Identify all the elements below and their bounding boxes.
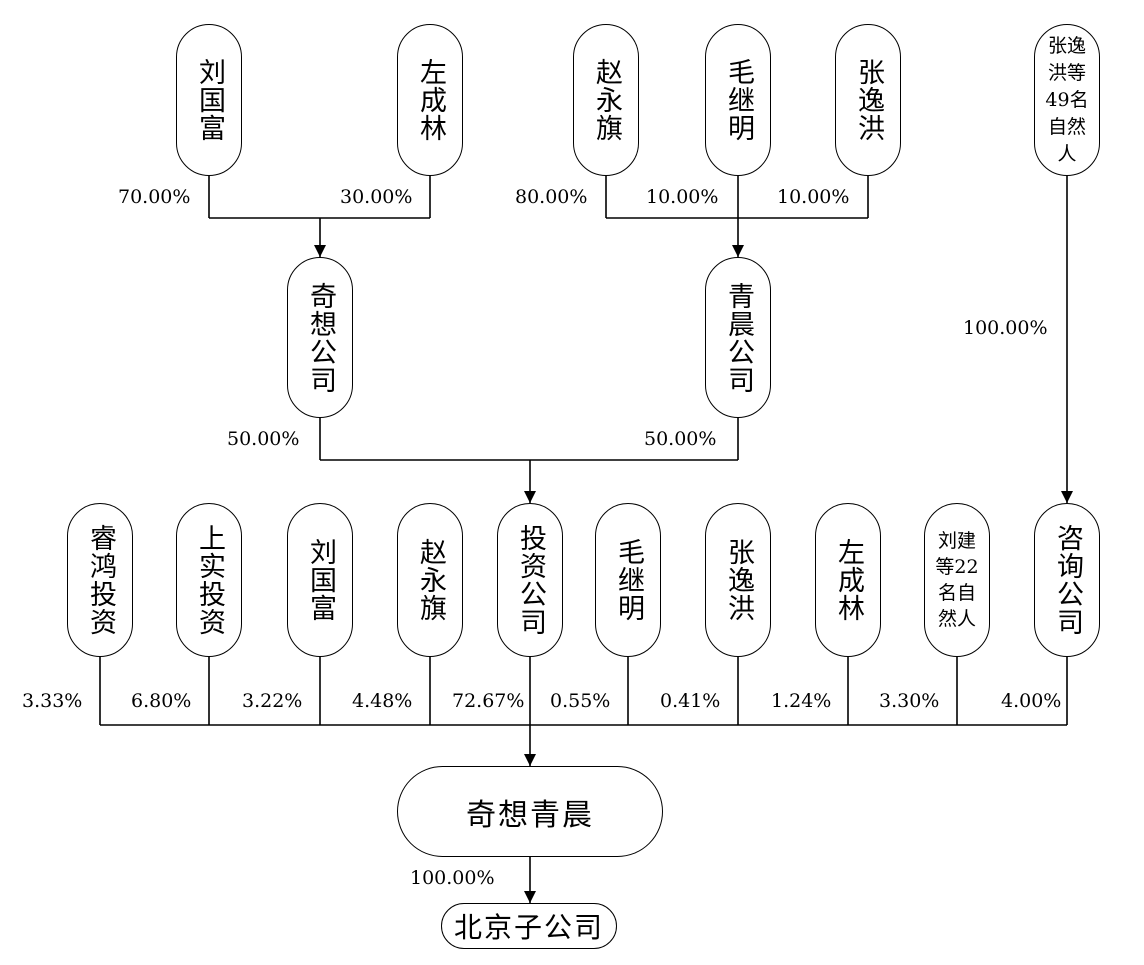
node-zhao-yongqi-top: 赵永旗 — [573, 24, 639, 176]
node-label: 咨询公司 — [1052, 524, 1083, 636]
pct-qixiang-to-invest: 50.00% — [227, 428, 300, 450]
node-zuo-chenglin-mid: 左成林 — [815, 503, 881, 657]
pct-mao-jiming: 0.55% — [550, 690, 611, 712]
node-liu-guofu-top: 刘国富 — [176, 24, 242, 176]
pct-to-beijing: 100.00% — [410, 867, 495, 889]
node-zhang-yihong-mid: 张逸洪 — [705, 503, 771, 657]
pct-zhao-yongqi: 4.48% — [352, 690, 413, 712]
node-label: 刘国富 — [305, 538, 336, 622]
node-label: 左成林 — [415, 58, 446, 142]
node-label: 张逸洪等49名自然人 — [1045, 34, 1089, 165]
pct-zuo-chenglin-to-qixiang: 30.00% — [340, 186, 413, 208]
pct-shangshi: 6.80% — [131, 690, 192, 712]
node-label: 赵永旗 — [591, 58, 622, 142]
pct-zuo-chenglin: 1.24% — [771, 690, 832, 712]
node-ruihong-invest: 睿鸿投资 — [67, 503, 133, 657]
node-label: 刘国富 — [194, 58, 225, 142]
node-label: 奇想青晨 — [466, 797, 594, 833]
pct-consult-company: 4.00% — [1001, 690, 1062, 712]
pct-zhao-yongqi-to-qingchen: 80.00% — [515, 186, 588, 208]
node-label: 左成林 — [833, 538, 864, 622]
pct-group49-to-consult: 100.00% — [963, 317, 1048, 339]
pct-invest-company: 72.67% — [452, 690, 525, 712]
node-label: 张逸洪 — [723, 538, 754, 622]
node-zhao-yongqi-mid: 赵永旗 — [397, 503, 463, 657]
node-label: 上实投资 — [194, 524, 225, 636]
node-label: 奇想公司 — [305, 281, 336, 394]
pct-liu-guofu: 3.22% — [242, 690, 303, 712]
node-qixiang-company: 奇想公司 — [287, 257, 353, 418]
node-label: 张逸洪 — [853, 58, 884, 142]
node-liu-guofu-mid: 刘国富 — [287, 503, 353, 657]
node-mao-jiming-top: 毛继明 — [705, 24, 771, 176]
node-invest-company: 投资公司 — [497, 503, 563, 657]
node-beijing-subsidiary: 北京子公司 — [441, 903, 617, 949]
node-liu-jian-22-persons: 刘建等22名自然人 — [924, 503, 990, 657]
pct-qingchen-to-invest: 50.00% — [644, 428, 717, 450]
node-qingchen-company: 青晨公司 — [705, 257, 771, 418]
pct-liu-jian-22: 3.30% — [879, 690, 940, 712]
pct-ruihong: 3.33% — [22, 690, 83, 712]
node-label: 青晨公司 — [723, 281, 754, 394]
node-zuo-chenglin-top: 左成林 — [397, 24, 463, 176]
node-qixiang-qingchen: 奇想青晨 — [397, 766, 663, 857]
node-zhang-yihong-top: 张逸洪 — [835, 24, 901, 176]
node-mao-jiming-mid: 毛继明 — [595, 503, 661, 657]
node-label: 投资公司 — [515, 524, 546, 636]
node-label: 睿鸿投资 — [85, 524, 116, 636]
node-zhang-yihong-49-persons: 张逸洪等49名自然人 — [1034, 24, 1100, 176]
node-label: 赵永旗 — [415, 538, 446, 622]
node-consult-company: 咨询公司 — [1034, 503, 1100, 657]
pct-liu-guofu-to-qixiang: 70.00% — [118, 186, 191, 208]
node-label: 毛继明 — [723, 58, 754, 142]
pct-mao-jiming-to-qingchen: 10.00% — [646, 186, 719, 208]
node-label: 刘建等22名自然人 — [935, 530, 979, 630]
node-label: 毛继明 — [613, 538, 644, 622]
pct-zhang-yihong: 0.41% — [660, 690, 721, 712]
pct-zhang-yihong-to-qingchen: 10.00% — [777, 186, 850, 208]
node-label: 北京子公司 — [453, 911, 604, 944]
node-shangshi-invest: 上实投资 — [176, 503, 242, 657]
